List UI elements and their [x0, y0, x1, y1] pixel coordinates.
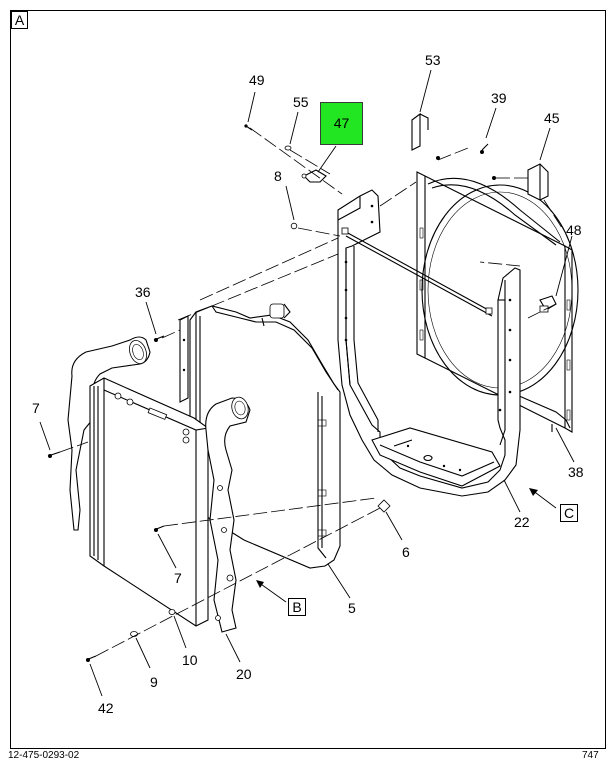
charge-air-cooler-drawing	[67, 336, 251, 633]
callout-10[interactable]: 10	[182, 652, 198, 668]
drawing-number: 12-475-0293-02	[8, 750, 80, 761]
view-ref-c[interactable]: C	[560, 504, 578, 522]
callout-36[interactable]: 36	[135, 284, 151, 300]
support-frame-drawing	[337, 189, 521, 497]
view-ref-b[interactable]: B	[288, 598, 306, 616]
callout-9[interactable]: 9	[150, 674, 158, 690]
diagram-frame	[10, 10, 606, 749]
leader-lines	[39, 69, 575, 697]
alignment-lines	[59, 127, 563, 657]
callout-20[interactable]: 20	[236, 666, 252, 682]
page-number: 747	[582, 750, 599, 761]
callout-47-highlighted[interactable]: 47	[320, 102, 363, 145]
callout-6[interactable]: 6	[402, 544, 410, 560]
callout-45[interactable]: 45	[544, 110, 560, 126]
callout-5[interactable]: 5	[348, 600, 356, 616]
view-label: A	[11, 11, 28, 29]
callout-39[interactable]: 39	[491, 90, 507, 106]
callout-47-label: 47	[333, 115, 350, 131]
callout-42[interactable]: 42	[98, 700, 114, 716]
callout-55[interactable]: 55	[293, 94, 309, 110]
callout-8[interactable]: 8	[274, 168, 282, 184]
callout-7-lower[interactable]: 7	[174, 570, 182, 586]
callout-38[interactable]: 38	[568, 464, 584, 480]
fan-shroud-drawing	[416, 171, 579, 433]
callout-22[interactable]: 22	[514, 514, 530, 530]
hardware-drawing	[47, 112, 557, 662]
callout-49[interactable]: 49	[249, 72, 265, 88]
callout-48[interactable]: 48	[566, 222, 582, 238]
callout-53[interactable]: 53	[425, 52, 441, 68]
callout-7-upper[interactable]: 7	[32, 400, 40, 416]
